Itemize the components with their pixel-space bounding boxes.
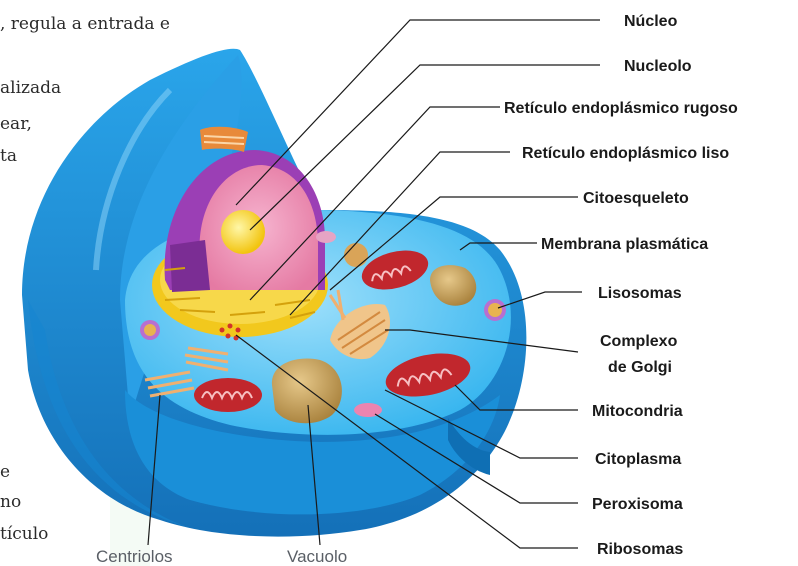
label-rer: Retículo endoplásmico rugoso [504,100,738,117]
label-mitocondria: Mitocondria [592,403,683,420]
label-peroxisoma: Peroxisoma [592,496,683,513]
peroxisome [354,403,382,417]
label-membrana: Membrana plasmática [541,236,708,253]
label-lisosomas: Lisosomas [598,285,682,302]
label-golgi-line1: Complexo [600,333,678,350]
label-nucleo: Núcleo [624,13,678,30]
golgi-small [200,127,248,152]
label-citoplasma: Citoplasma [595,451,681,468]
label-rel: Retículo endoplásmico liso [522,145,729,162]
label-nucleolo: Nucleolo [624,58,692,75]
label-golgi-line2: de Golgi [608,359,672,376]
label-vacuolo: Vacuolo [287,547,347,566]
label-citoesqueleto: Citoesqueleto [583,190,689,207]
nucleolus [221,210,265,254]
label-ribosomas: Ribosomas [597,541,683,558]
label-centriolos: Centriolos [96,547,173,566]
